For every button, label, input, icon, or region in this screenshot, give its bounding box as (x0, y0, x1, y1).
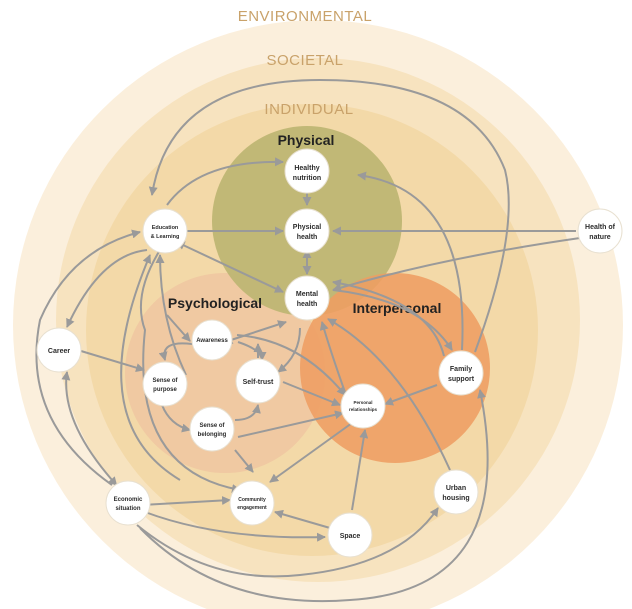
node-label-line: health (297, 234, 318, 241)
node-community-engagement: Community engagement (229, 480, 275, 526)
node-label-line: nutrition (293, 175, 321, 182)
arrow (332, 237, 581, 293)
node-awareness: Awareness (191, 319, 233, 361)
node-label-line: situation (116, 506, 141, 512)
arrow (120, 254, 181, 481)
arrow (237, 341, 267, 361)
node-mental-health: Mental health (284, 275, 330, 321)
arrow (234, 449, 254, 473)
arrow (166, 157, 284, 206)
node-label-line: support (448, 376, 475, 383)
node-label-line: Healthy (294, 165, 319, 172)
arrow (148, 78, 510, 353)
physical-domain-label: Physical (278, 132, 335, 148)
node-label-line: Awareness (196, 338, 228, 344)
node-family-support: Family support (438, 350, 484, 396)
node-label-line: & Learning (151, 234, 180, 240)
arrow (35, 229, 141, 486)
arrow (166, 314, 191, 342)
arrow (139, 389, 489, 603)
node-label-line: Personal (353, 400, 372, 405)
node-label-line: housing (442, 495, 469, 502)
node-label-line: Education (152, 225, 179, 231)
arrow (141, 495, 231, 506)
node-label-line: Sense of (152, 378, 178, 384)
arrow (223, 320, 287, 344)
node-label-line: purpose (153, 387, 177, 393)
node-label-line: relationships (349, 407, 378, 412)
node-space: Space (327, 512, 373, 558)
arrow (136, 507, 439, 578)
node-self-trust: Self-trust (235, 358, 281, 404)
arrow (332, 289, 453, 351)
arrow (332, 279, 445, 357)
node-label-line: Family (450, 366, 472, 373)
arrow (351, 429, 369, 511)
arrow (175, 241, 284, 293)
node-healthy-nutrition: Healthy nutrition (284, 148, 330, 194)
psychological-domain-label: Psychological (168, 295, 262, 311)
individual-label: INDIVIDUAL (264, 101, 353, 118)
node-label-line: Health of (585, 224, 616, 231)
node-label-line: health (297, 301, 318, 308)
node-label-line: belonging (198, 432, 227, 438)
arrow (236, 334, 346, 396)
arrow (144, 511, 326, 542)
arrow (269, 418, 359, 483)
arrow (155, 254, 187, 376)
node-label-line: Career (48, 348, 70, 355)
arrow (384, 384, 438, 406)
arrow (282, 381, 341, 407)
node-label-line: Physical (293, 224, 321, 231)
arrow (161, 404, 191, 433)
environmental-label: ENVIRONMENTAL (238, 8, 373, 25)
arrow (327, 318, 451, 471)
arrow (139, 234, 241, 493)
node-label-line: Urban (446, 485, 466, 492)
node-physical-health: Physical health (284, 208, 330, 254)
node-personal-relationships: Personal relationships (340, 383, 386, 429)
arrow (66, 249, 148, 328)
node-health-of-nature: Health of nature (577, 208, 623, 254)
node-urban-housing: Urban housing (433, 469, 479, 515)
arrow (234, 404, 261, 421)
node-label-line: Mental (296, 291, 318, 298)
arrow (357, 171, 464, 351)
node-sense-of-purpose: Sense of purpose (142, 361, 188, 407)
node-label-line: Sense of (199, 423, 225, 429)
interpersonal-domain-label: Interpersonal (353, 300, 442, 316)
node-economic-situation: Economic situation (105, 480, 151, 526)
node-label-line: Space (340, 533, 361, 540)
societal-label: SOCIETAL (266, 52, 343, 69)
node-label-line: Community (238, 497, 266, 503)
node-label-line: engagement (237, 505, 267, 511)
node-label-line: nature (589, 234, 611, 241)
node-sense-of-belonging: Sense of belonging (189, 406, 235, 452)
arrow (61, 371, 118, 487)
arrow (274, 509, 331, 529)
arrows (35, 78, 581, 603)
arrow (158, 342, 193, 361)
arrow (80, 350, 145, 372)
node-label-line: Economic (114, 497, 143, 503)
node-career: Career (36, 327, 82, 373)
node-label-line: Self-trust (243, 379, 274, 386)
node-education-learning: Education & Learning (142, 208, 188, 254)
arrow (319, 321, 347, 396)
